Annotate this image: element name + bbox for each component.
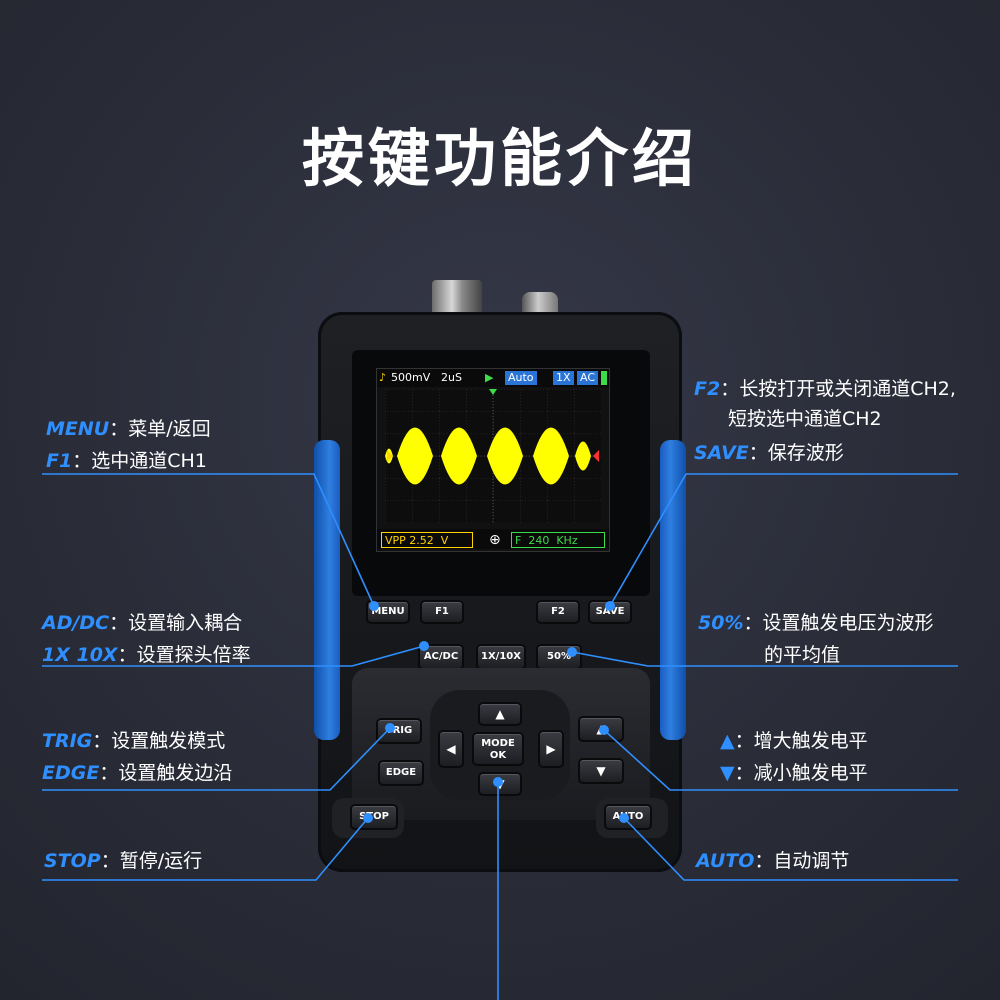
fifty-annotation: 50%：设置触发电压为波形 (698, 612, 934, 634)
battery-icon (601, 371, 607, 385)
edge-annotation: EDGE：设置触发边沿 (42, 762, 233, 784)
ch1-marker (387, 450, 393, 462)
waveform-envelope (385, 427, 591, 485)
up-arrow-button[interactable]: ▲ (478, 702, 522, 726)
trigger-down-annotation: ▼：减小触发电平 (720, 762, 868, 784)
edge-button[interactable]: EDGE (378, 760, 424, 786)
trig-annotation: TRIG：设置触发模式 (42, 730, 226, 752)
auto-annotation: AUTO：自动调节 (696, 850, 850, 872)
trigger-pos-marker (489, 389, 497, 395)
measure-bar: VPP 2.52 V ⊕ F 240 KHz (377, 529, 609, 549)
page-title: 按键功能介绍 (301, 122, 698, 195)
save-button[interactable]: SAVE (588, 600, 632, 624)
trig-button[interactable]: TRIG (376, 718, 422, 744)
status-bar: ♪ 500mV 2uS ▶ Auto 1X AC (377, 369, 609, 387)
trigger-up-annotation: ▲：增大触发电平 (720, 730, 868, 752)
channel-icon: ♪ (379, 371, 387, 384)
stop-button[interactable]: STOP (350, 804, 398, 830)
freq-readout: F 240 KHz (511, 532, 605, 548)
menu-annotation: MENU：菜单/返回 (46, 418, 211, 440)
waveform-plot (385, 389, 601, 523)
trigger-marker (593, 450, 599, 462)
coupling-mode: AC (577, 371, 599, 385)
oscilloscope-screen: ♪ 500mV 2uS ▶ Auto 1X AC VPP 2.52 (376, 368, 610, 552)
probe-x-button[interactable]: 1X/10X (476, 644, 526, 670)
right-arrow-button[interactable]: ▶ (538, 730, 564, 768)
menu-button[interactable]: MENU (366, 600, 410, 624)
acdc-annotation: AD/DC：设置输入耦合 (42, 612, 243, 634)
volts-div: 500mV (391, 371, 431, 384)
time-div: 2uS (441, 371, 462, 384)
left-grip (314, 440, 340, 740)
run-icon: ▶ (485, 371, 494, 384)
f2-annotation: F2：长按打开或关闭通道CH2, (694, 378, 956, 400)
auto-button[interactable]: AUTO (604, 804, 652, 830)
probe-annotation: 1X 10X：设置探头倍率 (42, 644, 251, 666)
vpp-readout: VPP 2.52 V (381, 532, 473, 548)
trigger-down-button[interactable]: ▼ (578, 758, 624, 784)
right-grip (660, 440, 686, 740)
trigger-up-button[interactable]: ▲ (578, 716, 624, 742)
f2-annotation-line2: 短按选中通道CH2 (728, 408, 882, 430)
trigger-mode: Auto (505, 371, 537, 385)
crosshair-icon: ⊕ (489, 532, 501, 548)
f1-button[interactable]: F1 (420, 600, 464, 624)
fifty-annotation-line2: 的平均值 (764, 644, 841, 666)
acdc-button[interactable]: AC/DC (418, 644, 464, 670)
down-arrow-button[interactable]: ▼ (478, 772, 522, 796)
save-annotation: SAVE：保存波形 (694, 442, 844, 464)
probe-multiplier: 1X (553, 371, 574, 385)
stop-annotation: STOP：暂停/运行 (44, 850, 203, 872)
f1-annotation: F1：选中通道CH1 (46, 450, 207, 472)
fifty-percent-button[interactable]: 50% (536, 644, 582, 670)
left-arrow-button[interactable]: ◀ (438, 730, 464, 768)
f2-button[interactable]: F2 (536, 600, 580, 624)
